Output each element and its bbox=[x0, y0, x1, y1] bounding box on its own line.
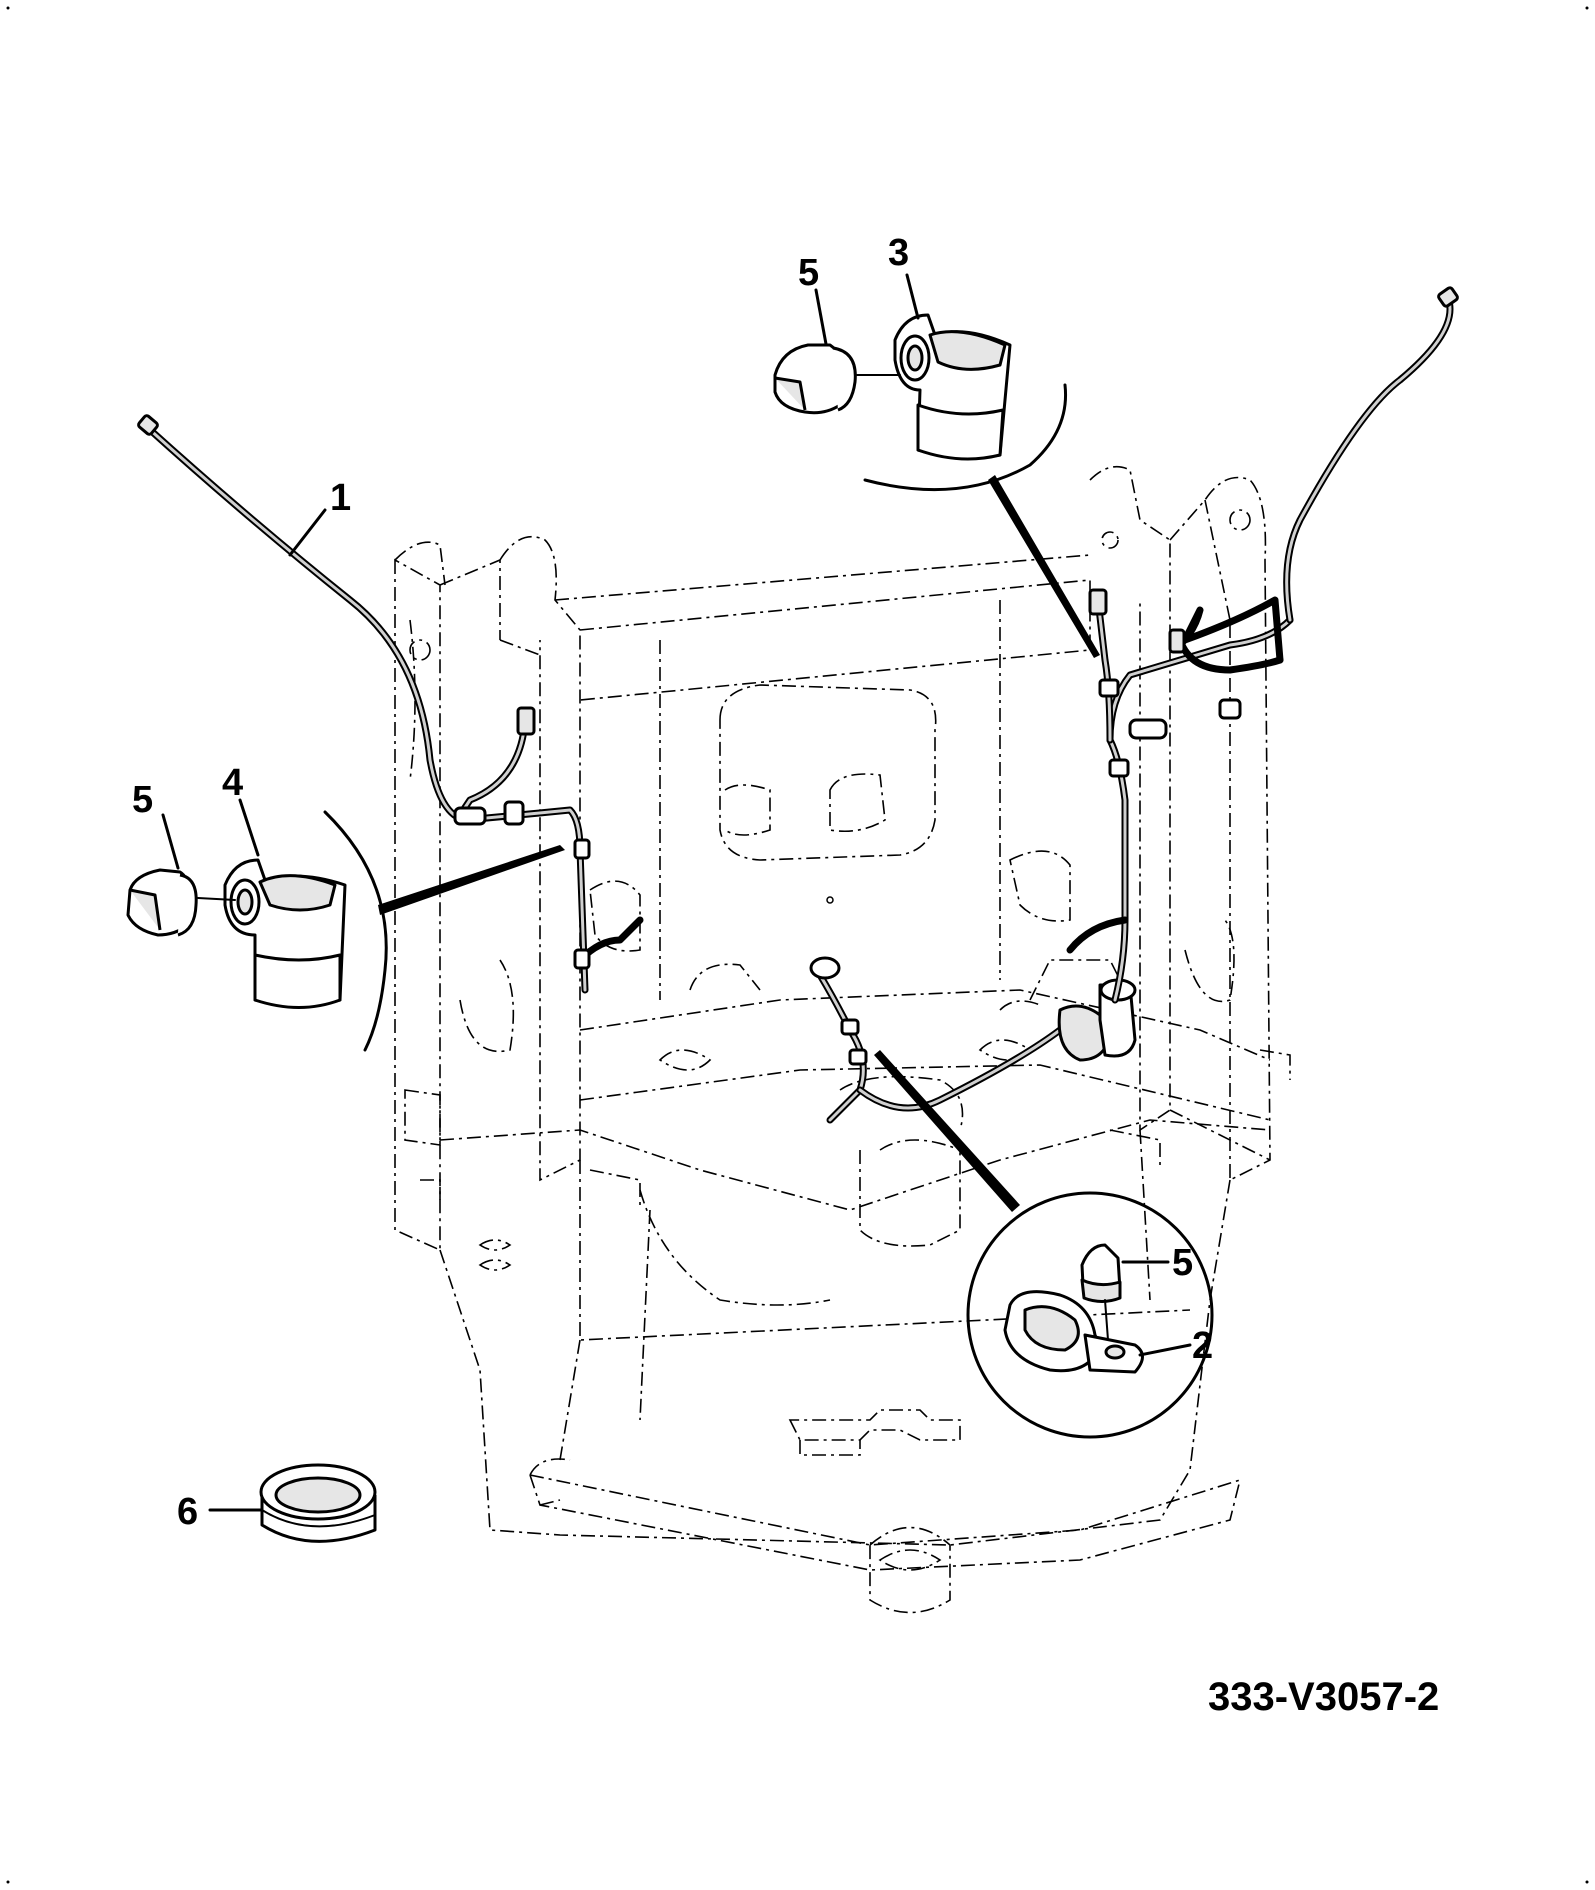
callout-6: 6 bbox=[177, 1491, 198, 1533]
grommet-ring-part-6 bbox=[259, 1463, 377, 1543]
detail-left-arc bbox=[323, 810, 388, 1052]
detail-circle bbox=[966, 1191, 1214, 1439]
wiring-harness bbox=[137, 286, 1459, 1124]
nut-part-5-left bbox=[126, 868, 236, 937]
callout-5-top: 5 bbox=[798, 252, 819, 294]
callout-5-left: 5 bbox=[132, 779, 153, 821]
detail-leaders bbox=[378, 475, 1100, 1212]
grommet-part-4 bbox=[223, 858, 347, 1009]
chassis-frame bbox=[394, 465, 1291, 1614]
callout-1: 1 bbox=[330, 477, 351, 519]
nut-part-5-top bbox=[773, 343, 901, 415]
callout-3: 3 bbox=[888, 232, 909, 274]
callout-5-clip: 5 bbox=[1172, 1242, 1193, 1284]
clip-part-2 bbox=[1003, 1290, 1144, 1374]
drawing-number: 333-V3057-2 bbox=[1208, 1675, 1439, 1719]
detail-top-arc bbox=[863, 383, 1068, 492]
callout-4: 4 bbox=[222, 762, 243, 804]
grommet-part-3 bbox=[893, 313, 1012, 461]
nut-part-5-clip bbox=[1080, 1243, 1122, 1341]
callout-leaders bbox=[161, 273, 1192, 1512]
callout-2: 2 bbox=[1192, 1325, 1213, 1367]
corner-marks bbox=[6, 6, 1589, 1884]
